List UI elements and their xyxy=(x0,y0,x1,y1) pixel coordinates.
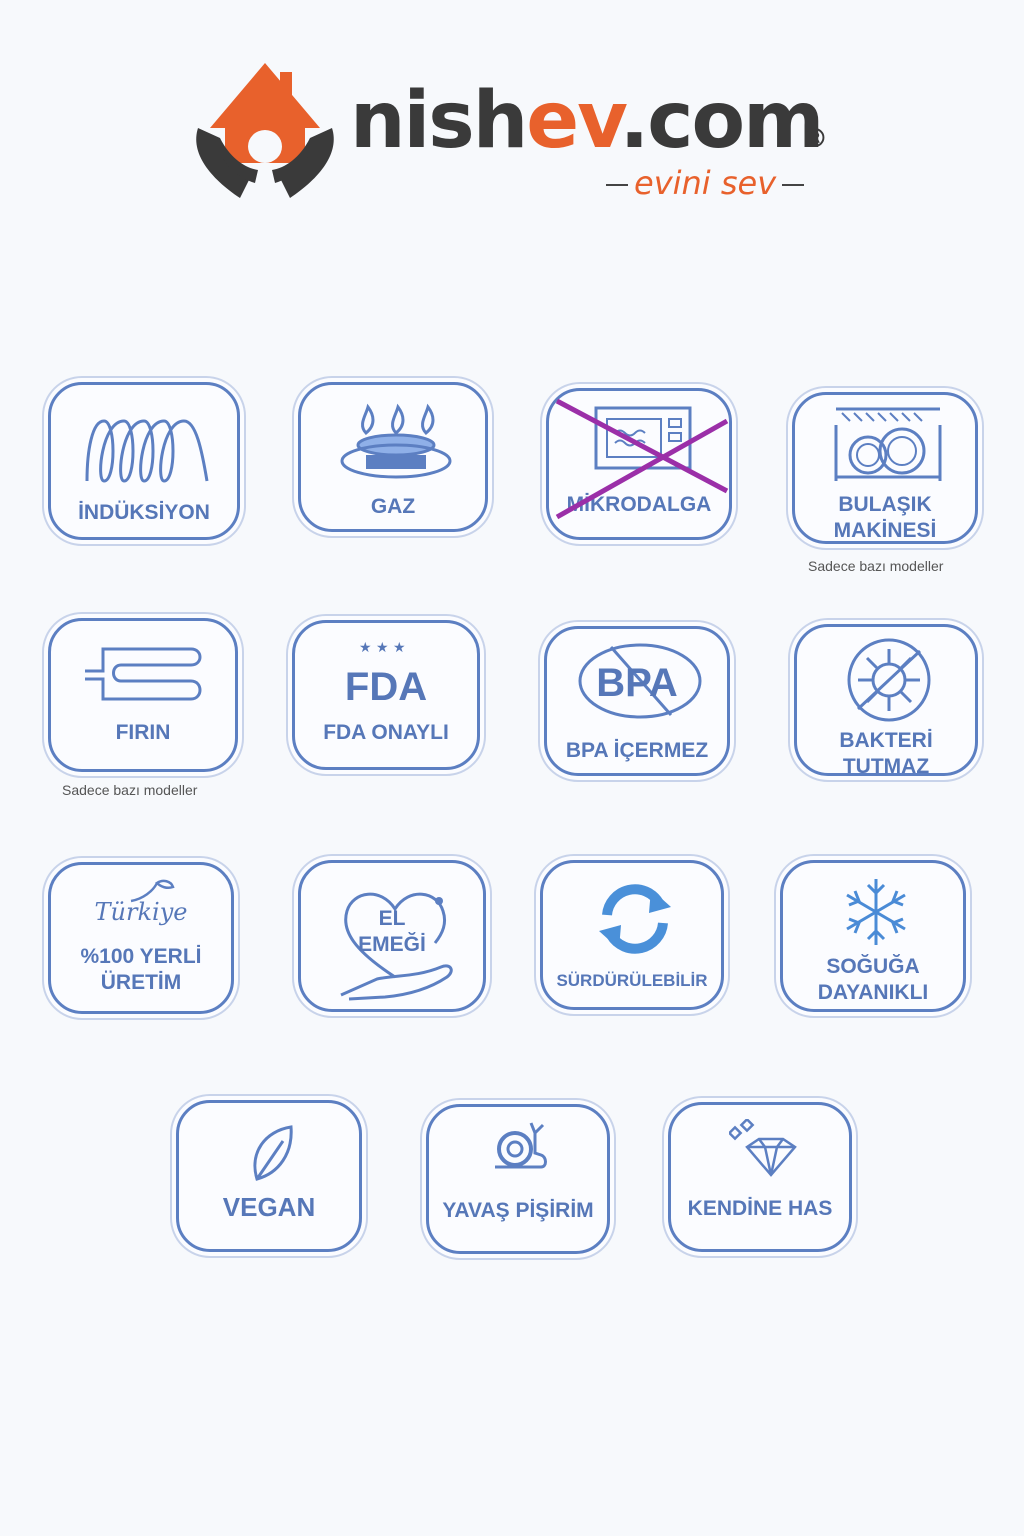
recycle-arrows-icon xyxy=(599,884,671,954)
virus-icon xyxy=(847,638,931,722)
badge-label-line1: SOĞUĞA xyxy=(826,955,920,978)
badge-label-line2: EMEĞİ xyxy=(358,933,426,956)
oven-heater-icon xyxy=(85,647,202,701)
badge-soguga: SOĞUĞA DAYANIKLI xyxy=(780,860,966,1012)
leaf-icon xyxy=(253,1125,293,1181)
cross-out-icon xyxy=(555,398,729,520)
badge-turkiye: Türkiye %100 YERLİ ÜRETİM xyxy=(48,862,234,1014)
badge-kendine: KENDİNE HAS xyxy=(668,1102,852,1252)
badge-label-line1: EL xyxy=(378,907,406,930)
badge-note: Sadece bazı modeller xyxy=(808,558,944,574)
coil-icon xyxy=(85,419,209,483)
badge-label: KENDİNE HAS xyxy=(687,1197,833,1220)
house-hands-icon xyxy=(196,63,334,198)
badge-yavas: YAVAŞ PİŞİRİM xyxy=(426,1104,610,1254)
no-bpa-icon xyxy=(578,643,702,719)
badge-label-line2: DAYANIKLI xyxy=(817,981,929,1004)
badge-fda: ★ ★ ★ FDA FDA ONAYLI xyxy=(292,620,480,770)
badge-label: GAZ xyxy=(370,495,416,518)
badge-label: BPA İÇERMEZ xyxy=(565,739,709,762)
badge-el-emegi: EL EMEĞİ xyxy=(298,860,486,1012)
svg-text:★ ★ ★: ★ ★ ★ xyxy=(359,640,406,655)
turkiye-script: Türkiye xyxy=(94,898,188,926)
badge-gaz: GAZ xyxy=(298,382,488,532)
gas-burner-icon xyxy=(340,403,452,479)
badge-label: FIRIN xyxy=(115,721,171,744)
brand-name: nishev.com xyxy=(350,76,824,166)
badge-label: YAVAŞ PİŞİRİM xyxy=(442,1199,594,1222)
registered-mark: ® xyxy=(802,124,828,154)
badge-label-line2: TUTMAZ xyxy=(842,755,930,778)
stars-icon: ★ ★ ★ xyxy=(359,640,406,655)
brand-tagline: evini sev xyxy=(600,164,810,202)
badge-mikrodalga: MİKRODALGA xyxy=(546,388,732,540)
badge-note: Sadece bazı modeller xyxy=(62,782,198,798)
badge-label: VEGAN xyxy=(222,1192,316,1222)
badge-label: FDA ONAYLI xyxy=(323,721,449,744)
brand-logo: nishev.com ® evini sev xyxy=(190,58,840,208)
fda-logo: FDA xyxy=(344,665,428,709)
badge-label-line1: BULAŞIK xyxy=(838,493,932,516)
badge-label: MİKRODALGA xyxy=(566,493,712,516)
tulip-icon xyxy=(130,879,175,903)
badge-vegan: VEGAN xyxy=(176,1100,362,1252)
badge-label-line1: BAKTERİ xyxy=(839,729,933,752)
badge-label-line2: MAKİNESİ xyxy=(833,519,937,542)
badge-label-line2: ÜRETİM xyxy=(100,971,182,994)
snail-icon xyxy=(495,1122,547,1169)
dishwasher-icon xyxy=(834,407,942,481)
badge-label-line1: %100 YERLİ xyxy=(80,945,202,968)
badge-label: SÜRDÜRÜLEBİLİR xyxy=(556,971,708,990)
diamond-icon xyxy=(729,1119,797,1177)
bpa-logo: BPA xyxy=(596,661,678,705)
badge-bpa: BPA BPA İÇERMEZ xyxy=(544,626,730,776)
badge-bulasik: BULAŞIK MAKİNESİ xyxy=(792,392,978,544)
badge-induksiyon: İNDÜKSİYON xyxy=(48,382,240,540)
heart-hand-icon xyxy=(340,892,453,1001)
badge-bakteri: BAKTERİ TUTMAZ xyxy=(794,624,978,778)
badge-label: İNDÜKSİYON xyxy=(78,501,210,524)
snowflake-icon xyxy=(846,879,906,945)
badge-firin: FIRIN xyxy=(48,618,238,772)
badge-surdurulebilir: SÜRDÜRÜLEBİLİR xyxy=(540,860,724,1010)
